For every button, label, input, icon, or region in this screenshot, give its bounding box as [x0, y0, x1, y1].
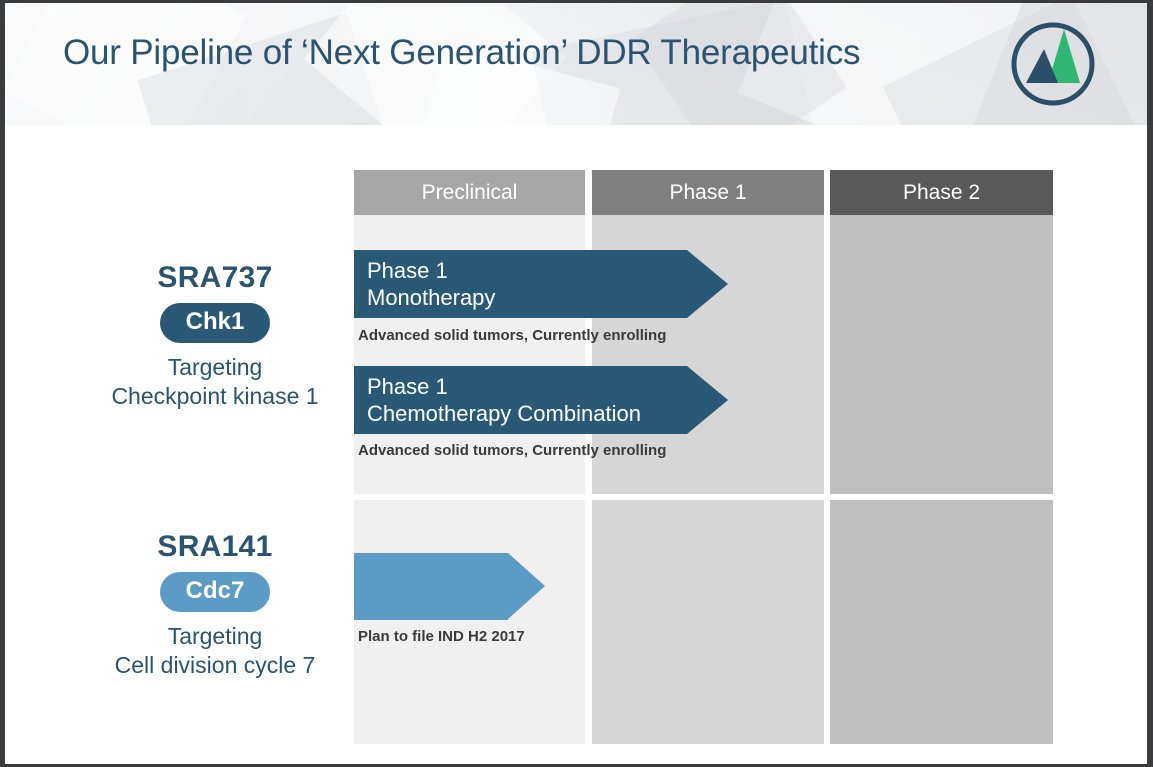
program-name: SRA737 — [157, 261, 273, 294]
bar-text-line1: Phase 1 — [367, 258, 448, 283]
page-title: Our Pipeline of ‘Next Generation’ DDR Th… — [63, 33, 861, 72]
program-target-badge: Chk1 — [159, 303, 271, 343]
column-header-phase1: Phase 1 — [592, 170, 824, 215]
program-target-badge: Cdc7 — [159, 572, 271, 612]
program-target-description: Targeting Cell division cycle 7 — [65, 622, 365, 681]
bar-text-line1: Phase 1 — [367, 374, 448, 399]
program-target-description: Targeting Checkpoint kinase 1 — [65, 353, 365, 412]
column-header-phase2: Phase 2 — [830, 170, 1053, 215]
company-logo-icon — [1008, 19, 1098, 109]
program-target-line1: Targeting — [167, 623, 263, 649]
bar-text-line2: Chemotherapy Combination — [367, 400, 641, 426]
bar-caption-ind-filing: Plan to file IND H2 2017 — [358, 628, 525, 645]
pipeline-bar-chemo-combination: Phase 1 Chemotherapy Combination — [354, 366, 728, 434]
bar-caption-chemo-combination: Advanced solid tumors, Currently enrolli… — [358, 442, 667, 459]
bar-shaft — [354, 250, 687, 318]
row-sra141-cell-phase1 — [592, 500, 824, 744]
bar-text-line2: Monotherapy — [367, 284, 496, 310]
program-target-line2: Checkpoint kinase 1 — [111, 383, 319, 410]
bar-shaft — [354, 366, 687, 434]
bar-text: Phase 1 Chemotherapy Combination — [367, 374, 641, 428]
column-header-preclinical: Preclinical — [354, 170, 585, 215]
program-target-line2: Cell division cycle 7 — [114, 652, 316, 679]
bar-arrow-tip — [687, 366, 728, 434]
bar-arrow-tip — [508, 553, 545, 619]
program-label-sra737: SRA737 Chk1 Targeting Checkpoint kinase … — [65, 261, 365, 412]
row-sra737-cell-phase2 — [830, 215, 1053, 494]
program-label-sra141: SRA141 Cdc7 Targeting Cell division cycl… — [65, 530, 365, 681]
program-target-line1: Targeting — [167, 354, 263, 380]
row-sra141-cell-preclinical — [354, 500, 585, 744]
slide-header-band — [5, 3, 1147, 125]
program-name: SRA141 — [157, 530, 273, 563]
bar-shaft — [354, 553, 508, 620]
bar-caption-monotherapy: Advanced solid tumors, Currently enrolli… — [358, 327, 667, 344]
pipeline-bar-monotherapy: Phase 1 Monotherapy — [354, 250, 728, 318]
bar-arrow-tip — [687, 250, 728, 318]
pipeline-bar-ind-filing — [354, 553, 545, 620]
row-sra141-cell-phase2 — [830, 500, 1053, 744]
bar-text: Phase 1 Monotherapy — [367, 258, 495, 312]
